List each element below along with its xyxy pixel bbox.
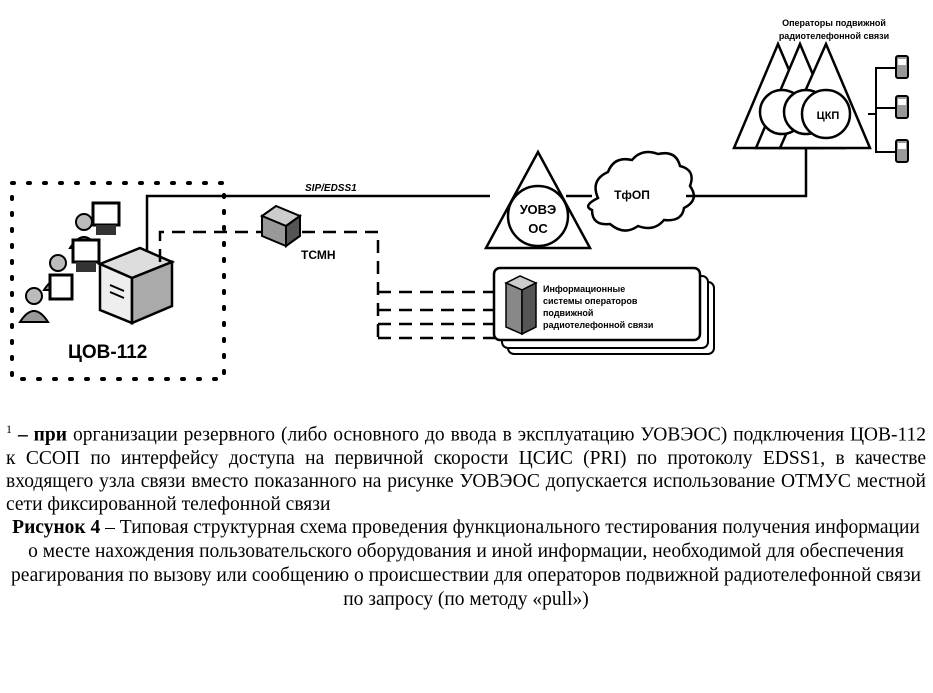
mobile-operators-node: ЦКП (732, 40, 872, 150)
cov-112-label: ЦОВ-112 (68, 342, 147, 363)
figure-label: Рисунок 4 (12, 516, 101, 538)
mobile-phone-icon (895, 139, 909, 163)
footnote-text: организации резервного (либо основного д… (6, 424, 926, 515)
operators-label-line1: Операторы подвижной (782, 18, 886, 28)
footnote-marker: 1 (6, 422, 12, 436)
uoveos-node: УОВЭ ОС (483, 149, 593, 250)
mobile-phone-icon (895, 55, 909, 79)
tsmn-label: ТСМН (301, 248, 336, 262)
figure-caption: Рисунок 4 – Типовая структурная схема пр… (6, 516, 926, 612)
tsmn-device-icon (259, 204, 303, 248)
uoveos-label-line1: УОВЭ (520, 202, 557, 217)
info-systems-block: Информационные системы операторов подвиж… (492, 266, 715, 355)
footnote: 1 – при организации резервного (либо осн… (6, 418, 926, 516)
info-systems-link (302, 230, 380, 338)
footnote-lead: – при (17, 424, 67, 446)
uoveos-label-line2: ОС (528, 221, 548, 236)
tfop-ckp-link (686, 145, 808, 198)
figure-caption-text: – Типовая структурная схема проведения ф… (11, 516, 921, 610)
cov-112-server-icon (96, 246, 176, 325)
operator-workstation-icon (18, 273, 74, 323)
sip-edss1-label: SIP/EDSS1 (305, 183, 357, 194)
cov-112-boundary (10, 181, 226, 381)
tfop-label: ТфОП (614, 188, 650, 202)
tsmn-link (158, 230, 262, 262)
info-systems-line1: Информационные (543, 284, 625, 294)
tfop-cloud: ТфОП (586, 150, 696, 232)
info-systems-line4: радиотелефонной связи (543, 320, 653, 330)
mobile-phone-icon (895, 95, 909, 119)
network-diagram: ЦОВ-112 SIP/EDSS1 ТСМН Информационные си… (10, 18, 909, 381)
caption-area: 1 – при организации резервного (либо осн… (6, 418, 926, 612)
sip-edss1-link (145, 194, 490, 252)
info-server-icon (504, 275, 538, 336)
ckp-label: ЦКП (817, 110, 840, 122)
operators-label-line2: радиотелефонной связи (779, 31, 889, 41)
info-systems-line2: системы операторов (543, 296, 638, 306)
info-systems-line3: подвижной (543, 308, 593, 318)
